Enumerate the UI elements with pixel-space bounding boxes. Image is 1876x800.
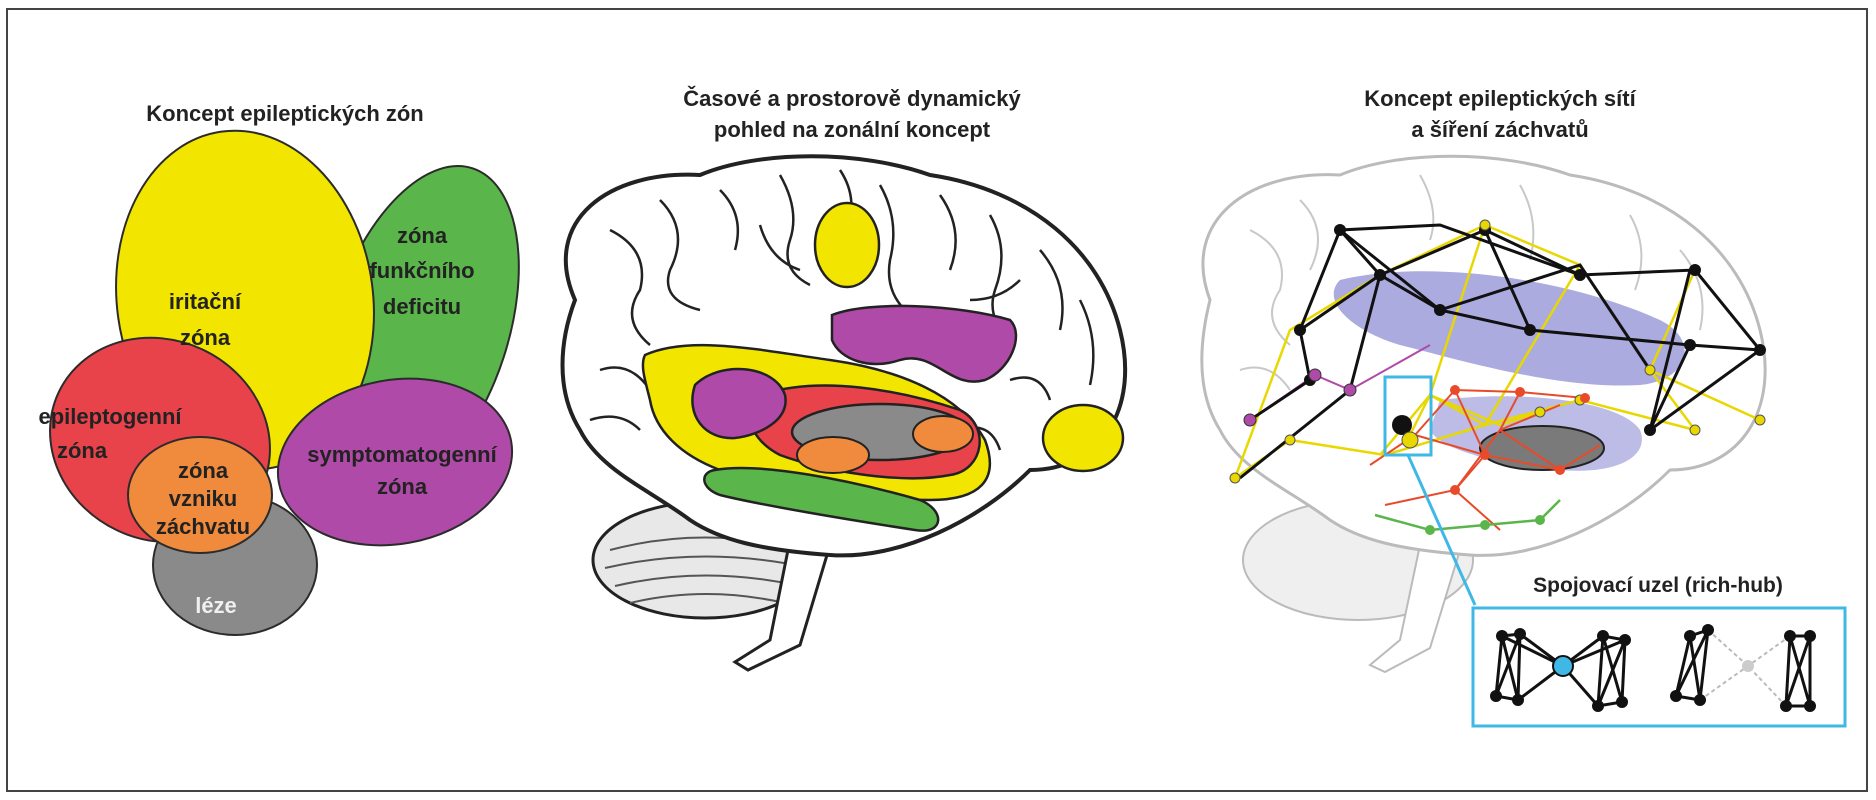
rich-hub-inset bbox=[1471, 606, 1847, 728]
epileptogenic-label-2: zóna bbox=[57, 438, 108, 463]
middle-panel-title-2: pohled na zonální koncept bbox=[714, 117, 991, 142]
right-panel-title-1: Koncept epileptických sítí bbox=[1364, 86, 1636, 111]
inset-title: Spojovací uzel (rich-hub) bbox=[1533, 574, 1783, 597]
deficit-label-2: funkčního bbox=[369, 258, 474, 283]
irritative-label-2: zóna bbox=[180, 325, 231, 350]
zone-diagram bbox=[49, 129, 520, 636]
symptomatogenic-label-2: zóna bbox=[377, 474, 428, 499]
rich-hub-node bbox=[1552, 655, 1574, 677]
onset-label-2: vzniku bbox=[169, 486, 237, 511]
figure-frame bbox=[6, 8, 1868, 792]
deficit-label-1: zóna bbox=[397, 223, 448, 248]
zone-labels: iritační zóna zóna funkčního deficitu ep… bbox=[39, 223, 498, 618]
seizure-onset-zone bbox=[127, 436, 273, 554]
deficit-label-3: deficitu bbox=[383, 294, 461, 319]
symptomatogenic-zone bbox=[276, 377, 514, 547]
brain-middle bbox=[560, 154, 1128, 672]
left-panel-title: Koncept epileptických zón bbox=[146, 101, 424, 126]
epileptogenic-label-1: epileptogenní bbox=[39, 404, 183, 429]
lesion-label: léze bbox=[195, 593, 237, 618]
onset-label-3: záchvatu bbox=[156, 514, 250, 539]
symptomatogenic-label-1: symptomatogenní bbox=[307, 442, 497, 467]
middle-panel-title-1: Časové a prostorově dynamický bbox=[683, 86, 1021, 111]
brain-network bbox=[1200, 154, 1767, 674]
onset-label-1: zóna bbox=[178, 458, 229, 483]
irritative-label-1: iritační bbox=[169, 289, 242, 314]
right-panel-title-2: a šíření záchvatů bbox=[1411, 117, 1588, 142]
hub-connector-line bbox=[1406, 454, 1477, 606]
